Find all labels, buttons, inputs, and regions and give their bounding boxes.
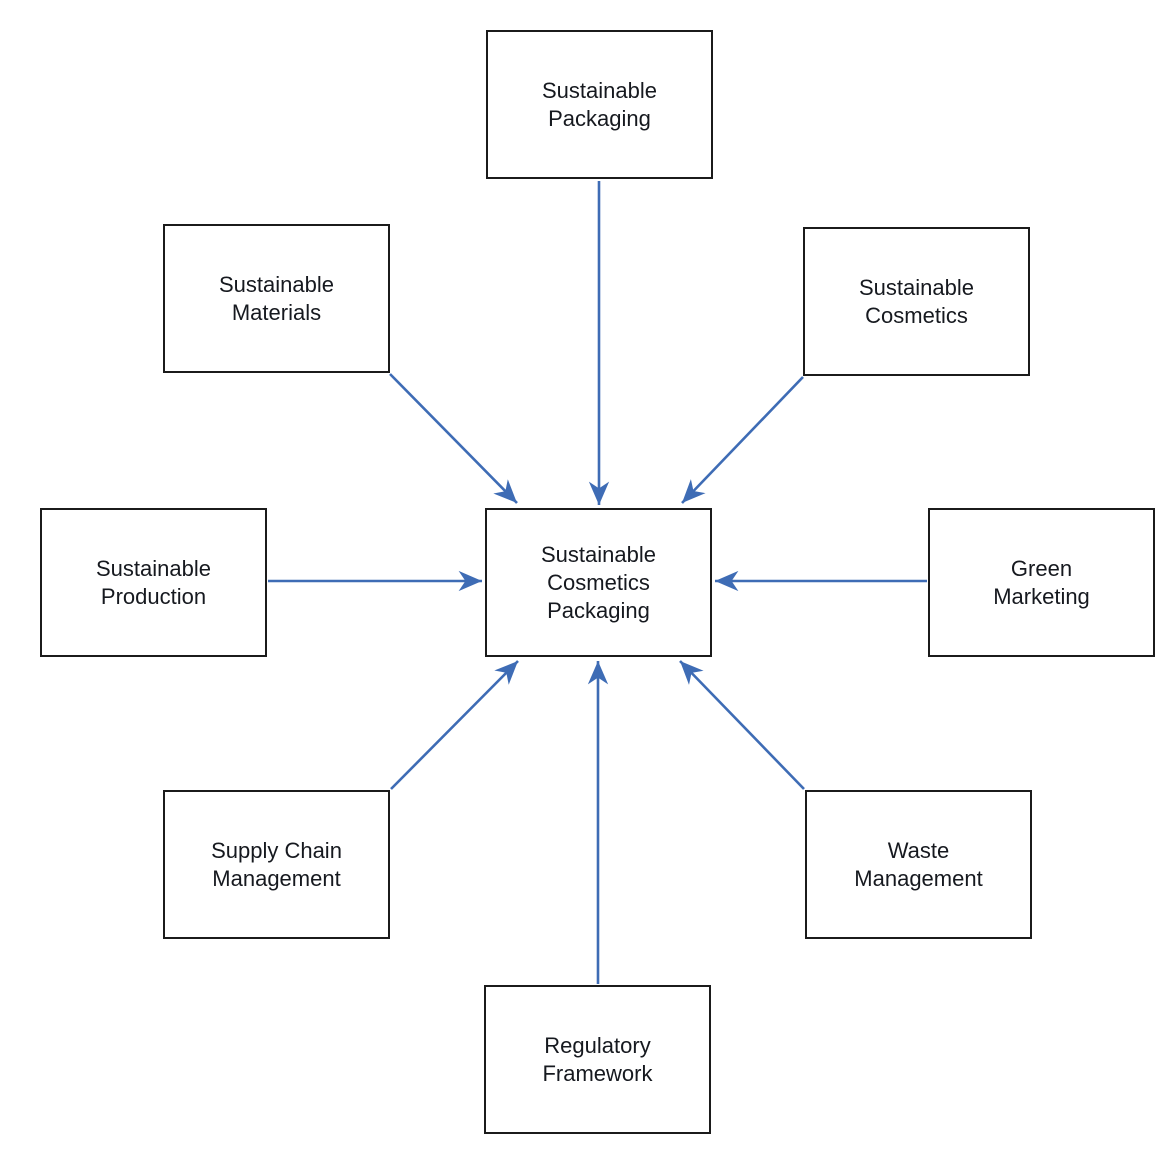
node-green-marketing-label: Green Marketing [993,555,1090,609]
node-green-marketing: Green Marketing [928,508,1155,657]
node-regulatory-framework: Regulatory Framework [484,985,711,1134]
node-sustainable-cosmetics: Sustainable Cosmetics [803,227,1030,376]
arrow-supply-chain-management-to-center [390,660,519,790]
node-sustainable-materials: Sustainable Materials [163,224,390,373]
node-supply-chain-management: Supply Chain Management [163,790,390,939]
node-sustainable-production: Sustainable Production [40,508,267,657]
node-sustainable-packaging-label: Sustainable Packaging [542,77,657,131]
node-waste-management: Waste Management [805,790,1032,939]
arrow-sustainable-cosmetics-to-center [681,376,804,504]
node-sustainable-packaging: Sustainable Packaging [486,30,713,179]
arrow-sustainable-materials-to-center [389,373,518,504]
node-sustainable-cosmetics-packaging-label: Sustainable Cosmetics Packaging [541,541,656,623]
node-sustainable-cosmetics-packaging: Sustainable Cosmetics Packaging [485,508,712,657]
arrow-waste-management-to-center [679,660,805,790]
node-sustainable-materials-label: Sustainable Materials [219,271,334,325]
node-sustainable-production-label: Sustainable Production [96,555,211,609]
node-supply-chain-management-label: Supply Chain Management [211,837,342,891]
node-sustainable-cosmetics-label: Sustainable Cosmetics [859,274,974,328]
node-regulatory-framework-label: Regulatory Framework [542,1032,653,1086]
node-waste-management-label: Waste Management [854,837,983,891]
